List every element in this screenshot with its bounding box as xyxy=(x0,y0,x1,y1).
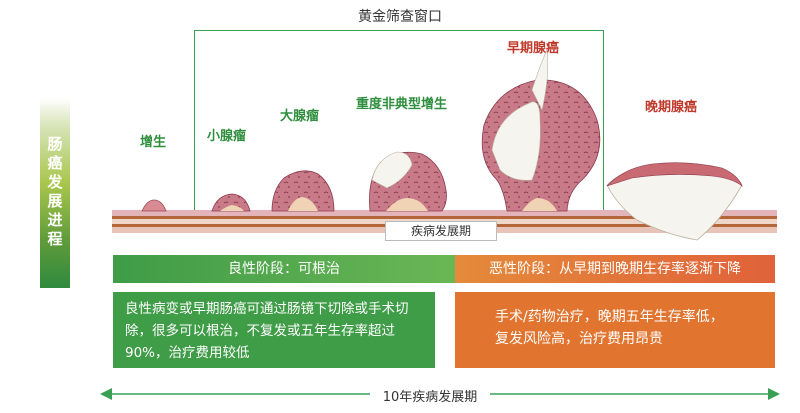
stage-label-small-adenoma: 小腺瘤 xyxy=(207,129,247,144)
disease-progression-axis-label: 疾病发展期 xyxy=(385,221,497,241)
benign-description: 良性病变或早期肠癌可通过肠镜下切除或手术切除，很多可以根治，不复发或五年生存率超… xyxy=(113,292,435,368)
side-label: 肠癌发展进程 xyxy=(40,98,70,288)
malignant-stage-bar: 恶性阶段：从早期到晚期生存率逐渐下降 xyxy=(455,255,775,283)
screening-window-title: 黄金筛查窗口 xyxy=(358,9,442,25)
polyp-small-adenoma xyxy=(211,193,251,212)
stage-label-large-adenoma: 大腺瘤 xyxy=(280,109,320,124)
arrow-left-icon xyxy=(100,388,112,400)
polyp-hyperplasia xyxy=(141,199,167,212)
arrow-right-icon xyxy=(768,388,780,400)
mucosa-layer xyxy=(112,210,777,216)
polyp-large-adenoma xyxy=(271,170,335,212)
malignant-description: 手术/药物治疗，晚期五年生存率低，复发风险高，治疗费用昂贵 xyxy=(455,292,775,368)
colon-tissue-diagram xyxy=(112,48,777,241)
side-label-text: 肠癌发展进程 xyxy=(45,136,64,250)
benign-stage-bar: 良性阶段：可根治 xyxy=(113,255,455,283)
muscle-layer-1 xyxy=(112,216,777,219)
stage-label-severe-dysplasia: 重度非典型增生 xyxy=(356,97,448,112)
stage-label-hyperplasia: 增生 xyxy=(140,135,167,150)
stage-label-late-cancer: 晚期腺癌 xyxy=(645,100,698,115)
timeline-label: 10年疾病发展期 xyxy=(370,386,490,405)
screening-window-frame xyxy=(194,30,604,216)
